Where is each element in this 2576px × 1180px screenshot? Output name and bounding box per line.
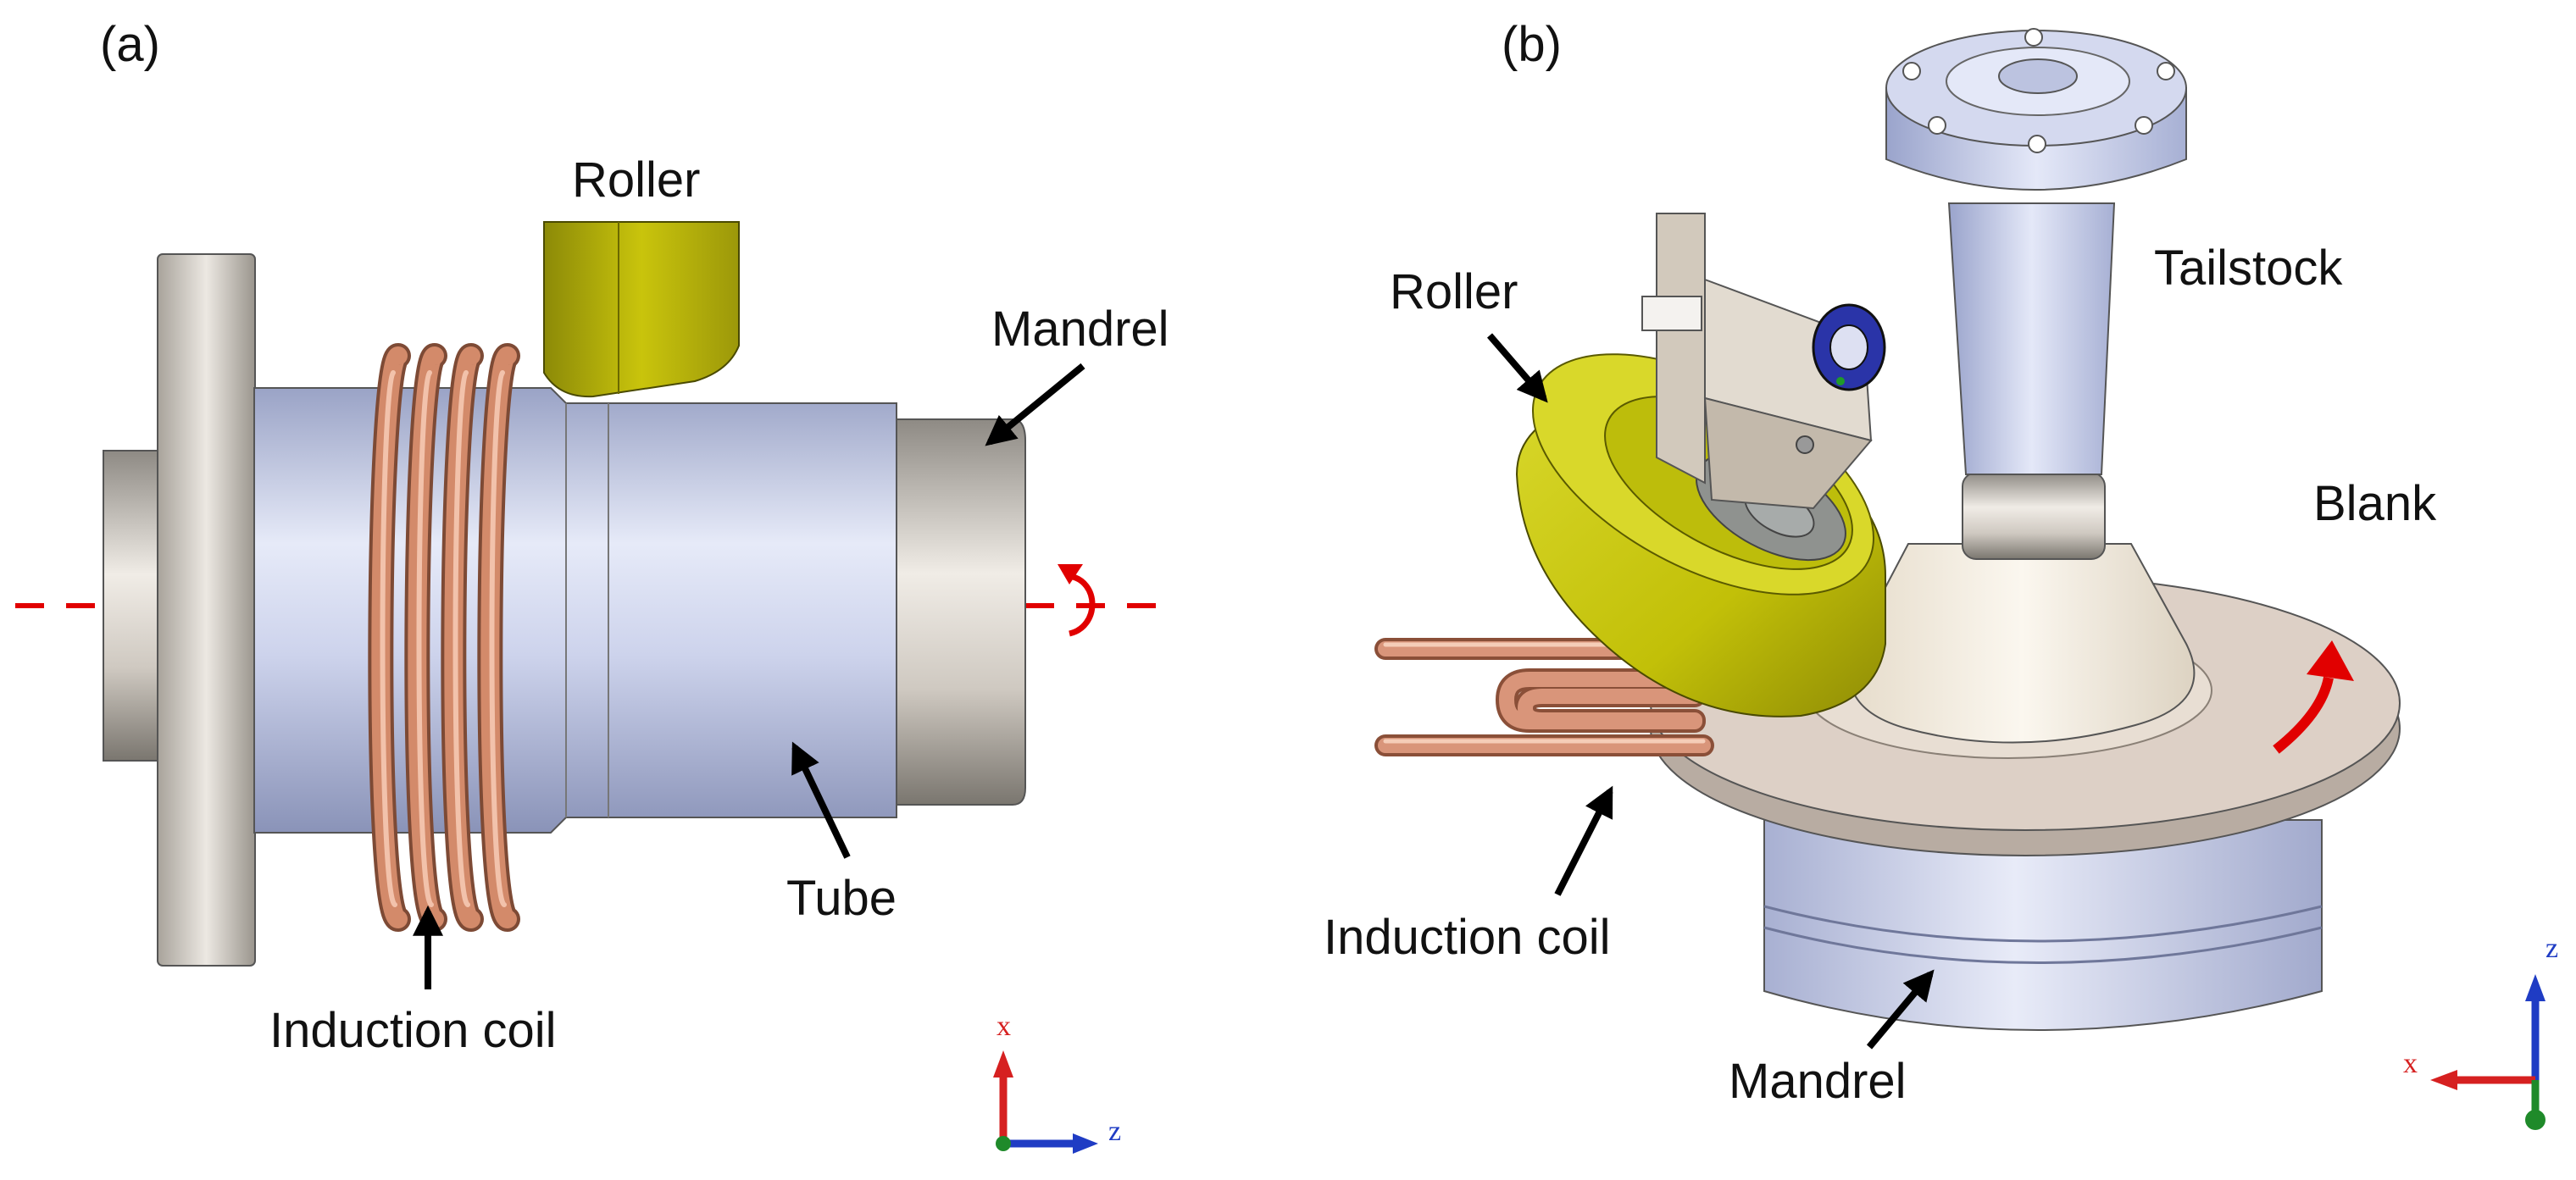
mandrel-flange bbox=[157, 253, 256, 967]
label-mandrel-b: Mandrel bbox=[1729, 1054, 1907, 1109]
axis-label-z-b: z bbox=[2545, 933, 2558, 964]
label-tailstock: Tailstock bbox=[2154, 241, 2343, 296]
label-induction-coil-a: Induction coil bbox=[269, 1003, 557, 1058]
label-mandrel-a: Mandrel bbox=[991, 302, 1169, 357]
pointer-roller-b bbox=[1486, 333, 1548, 403]
roller bbox=[543, 221, 740, 398]
axis-label-x-b: x bbox=[2403, 1048, 2418, 1079]
label-tube: Tube bbox=[786, 871, 897, 926]
tailstock-flange bbox=[1885, 28, 2187, 191]
pointer-coil-b bbox=[1554, 785, 1613, 896]
panel-b: (b) bbox=[1324, 17, 2558, 1130]
axis-label-x-a: x bbox=[997, 1011, 1011, 1042]
label-roller-a: Roller bbox=[572, 152, 701, 208]
label-blank: Blank bbox=[2313, 476, 2437, 531]
tailstock-shaft bbox=[1947, 202, 2116, 475]
mandrel-end bbox=[889, 418, 1026, 806]
panel-a-tag: (a) bbox=[100, 17, 160, 72]
label-roller-b: Roller bbox=[1390, 264, 1518, 319]
panel-a: (a) bbox=[15, 17, 1169, 1154]
rotation-arrow-b bbox=[2273, 640, 2354, 754]
axis-label-z-a: z bbox=[1108, 1116, 1121, 1147]
tailstock-collar bbox=[1962, 472, 2106, 560]
pointer-mandrel-a bbox=[985, 363, 1085, 446]
tailstock-cone bbox=[1848, 543, 2196, 744]
pointer-tube bbox=[791, 741, 851, 859]
panel-b-tag: (b) bbox=[1502, 17, 1562, 72]
rotation-arrow bbox=[1058, 564, 1096, 637]
induction-coil bbox=[368, 343, 520, 932]
axis-triad-b: z x bbox=[2403, 933, 2558, 1130]
roller-bracket bbox=[1641, 213, 1886, 510]
axis-triad-a: x z bbox=[993, 1011, 1121, 1154]
label-induction-coil-b: Induction coil bbox=[1324, 910, 1611, 965]
pointer-mandrel-b bbox=[1866, 969, 1935, 1050]
